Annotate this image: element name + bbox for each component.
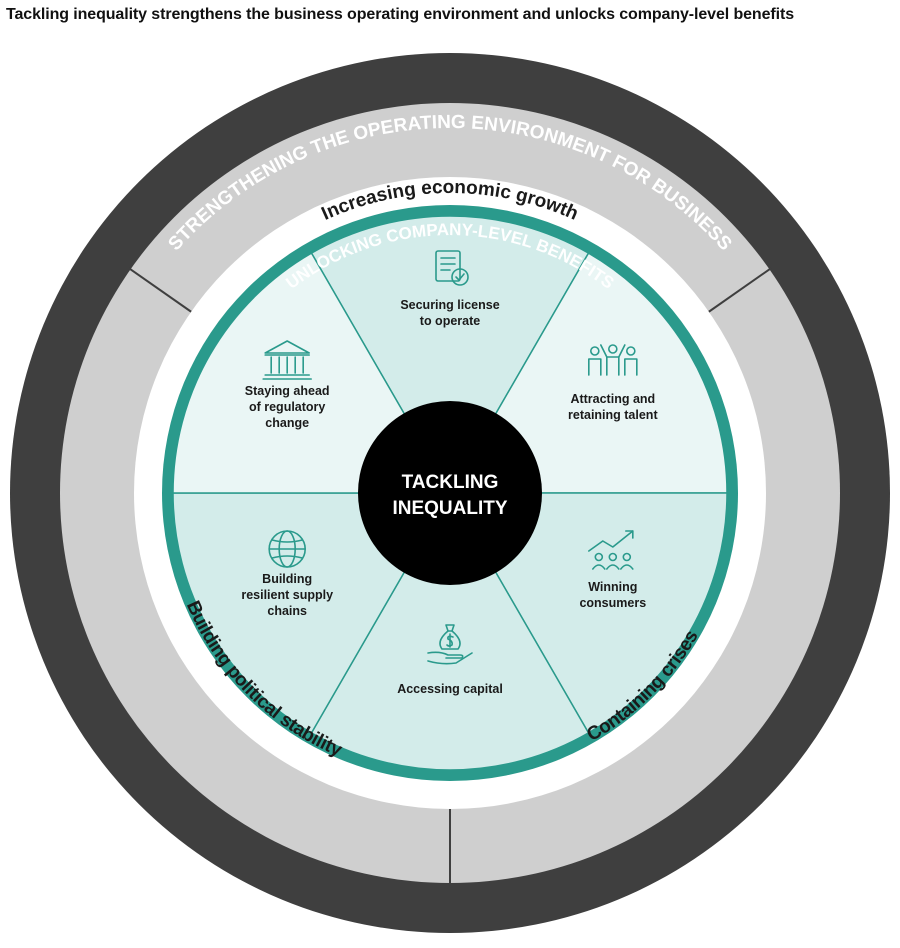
- segment-label-line: Attracting and: [570, 392, 655, 406]
- center-circle: [358, 401, 542, 585]
- segment-label-line: Securing license: [400, 298, 499, 312]
- segment-label-2: Attracting and retaining talent: [568, 392, 658, 422]
- segment-label-1: Securing license to operate: [400, 298, 499, 328]
- segment-label-line: Building: [262, 572, 312, 586]
- money-bag-hand-icon: [427, 624, 473, 665]
- middle-ring-divider-left: [128, 267, 192, 313]
- segment-label-6: Staying ahead of regulatory change: [245, 384, 330, 430]
- segment-label-line: retaining talent: [568, 408, 658, 422]
- document-check-icon: [435, 250, 469, 286]
- segment-label-4: Accessing capital: [397, 682, 503, 696]
- segment-label-line: consumers: [579, 596, 646, 610]
- government-building-icon: [262, 340, 312, 380]
- people-celebrating-icon: [588, 344, 638, 376]
- middle-ring-divider-right: [708, 267, 772, 313]
- segment-label-line: to operate: [420, 314, 480, 328]
- segment-label-line: Winning: [588, 580, 637, 594]
- segment-label-3: Winning consumers: [579, 580, 646, 610]
- segment-label-line: Accessing capital: [397, 682, 503, 696]
- diagram-title: Tackling inequality strengthens the busi…: [6, 6, 794, 23]
- segment-label-line: Staying ahead: [245, 384, 330, 398]
- segment-1: [310, 215, 590, 495]
- segment-label-line: resilient supply: [241, 588, 333, 602]
- segment-label-line: of regulatory: [249, 400, 325, 414]
- center-label-line1: TACKLING: [402, 472, 499, 493]
- segment-label-line: change: [265, 416, 309, 430]
- segment-label-line: chains: [267, 604, 307, 618]
- segment-label-5: Building resilient supply chains: [241, 572, 333, 618]
- center-label-line2: INEQUALITY: [392, 498, 507, 519]
- growth-chart-people-icon: [588, 530, 634, 570]
- globe-icon: [268, 530, 306, 568]
